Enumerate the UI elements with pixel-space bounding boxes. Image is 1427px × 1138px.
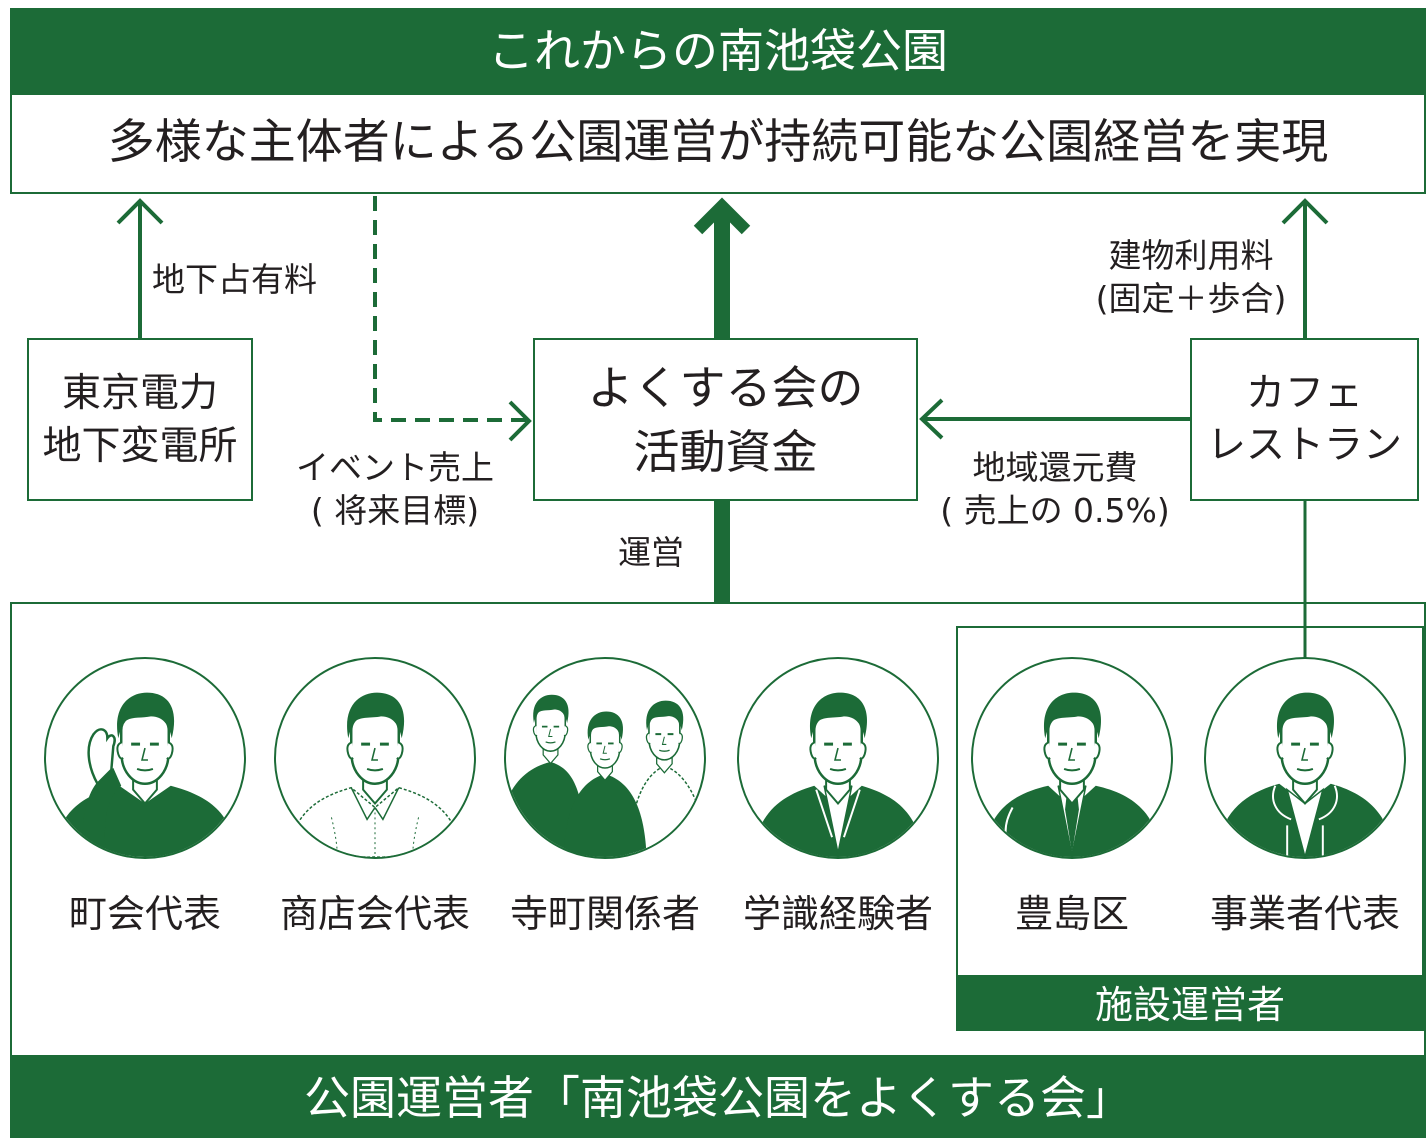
- flow-label-line: 建物利用料: [1108, 236, 1274, 275]
- goal-statement: 多様な主体者による公園運営が持続可能な公園経営を実現: [10, 95, 1426, 194]
- man-in-shirt-icon: [287, 691, 463, 857]
- member-shopping-association: 商店会代表: [260, 657, 490, 937]
- man-in-sweater-icon: [53, 691, 237, 857]
- flow-label-event-sales: イベント売上 ( 将来目標): [270, 446, 520, 532]
- node-label: 活動資金: [633, 424, 818, 479]
- arrow-underground-fee: [116, 198, 164, 338]
- member-portrait: [1204, 657, 1406, 859]
- member-label: 事業者代表: [1209, 892, 1400, 936]
- member-label: 町会代表: [68, 892, 221, 936]
- member-toshima-ward: 豊島区: [957, 657, 1187, 937]
- facility-operators-label: 施設運営者: [956, 975, 1424, 1031]
- flow-label-line: 地域還元費: [972, 448, 1138, 487]
- flow-label-operation: 運営: [618, 533, 684, 572]
- member-portrait: [504, 657, 706, 859]
- members-panel: [10, 602, 1426, 1057]
- footer-title: 公園運営者「南池袋公園をよくする会」: [10, 1055, 1426, 1138]
- flow-label-line: イベント売上: [296, 448, 494, 487]
- member-academic-expert: 学識経験者: [723, 657, 953, 937]
- flow-label-community-return: 地域還元費 ( 売上の 0.5%): [930, 446, 1180, 532]
- node-label: よくする会の: [587, 360, 864, 415]
- node-cafe-restaurant: カフェ レストラン: [1190, 338, 1419, 501]
- arrow-fund-to-goal: [693, 197, 751, 338]
- member-label: 寺町関係者: [509, 892, 700, 936]
- page-title: これからの南池袋公園: [10, 8, 1426, 95]
- man-in-suit-icon: [752, 691, 924, 857]
- arrow-event-sales: [373, 196, 532, 442]
- node-label: カフェ: [1245, 370, 1363, 416]
- man-in-hoodie-icon: [1215, 691, 1395, 857]
- member-label: 豊島区: [1014, 892, 1129, 936]
- member-business-operator: 事業者代表: [1190, 657, 1420, 937]
- node-tepco-substation: 東京電力 地下変電所: [27, 338, 253, 501]
- node-label: 地下変電所: [42, 423, 238, 469]
- arrow-building-fee: [1281, 198, 1329, 338]
- member-portrait: [44, 657, 246, 859]
- member-portrait: [971, 657, 1173, 859]
- node-label: レストラン: [1206, 422, 1402, 468]
- arrow-community-return: [919, 398, 1190, 440]
- flow-label-building-fee: 建物利用料 (固定＋歩合): [1066, 234, 1316, 320]
- member-neighborhood-association: 町会代表: [30, 657, 260, 937]
- flow-label-line: (固定＋歩合): [1095, 279, 1287, 318]
- node-activity-fund: よくする会の 活動資金: [533, 338, 918, 501]
- flow-label-line: ( 将来目標): [310, 491, 480, 530]
- man-in-suit-and-tie-icon: [982, 691, 1162, 857]
- member-label: 商店会代表: [279, 892, 470, 936]
- group-of-people-icon: [506, 693, 704, 857]
- member-portrait: [737, 657, 939, 859]
- member-portrait: [274, 657, 476, 859]
- member-temple-town: 寺町関係者: [490, 657, 720, 937]
- flow-label-line: ( 売上の 0.5%): [940, 491, 1170, 530]
- flow-label-underground-fee: 地下占有料: [152, 260, 317, 299]
- member-label: 学識経験者: [742, 892, 933, 936]
- node-label: 東京電力: [61, 370, 218, 416]
